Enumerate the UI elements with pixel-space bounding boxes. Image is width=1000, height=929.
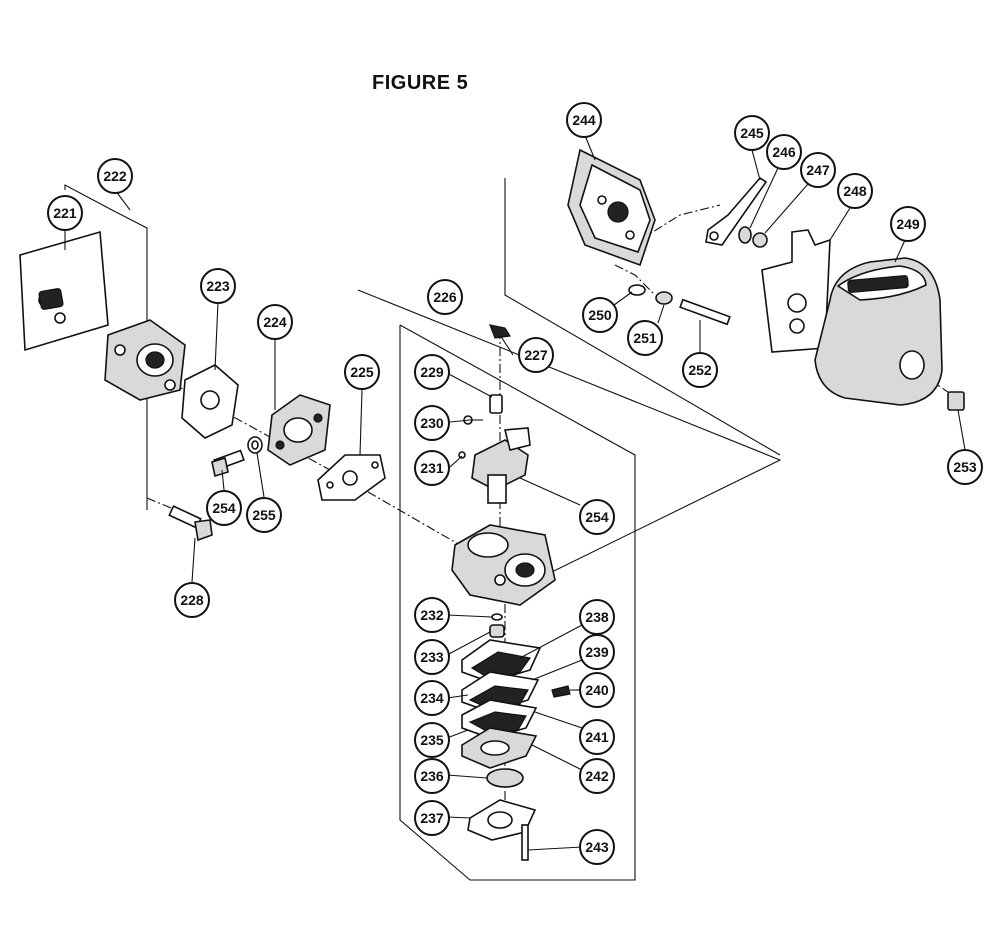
part-225-gasket [317, 454, 386, 501]
part-251-washer [655, 291, 673, 305]
svg-text:245: 245 [740, 125, 764, 141]
svg-text:251: 251 [633, 330, 657, 346]
callout-228: 228 [174, 582, 210, 618]
svg-text:224: 224 [263, 314, 287, 330]
callout-238: 238 [579, 599, 615, 635]
part-222-insulator [104, 319, 186, 401]
part-248-filter-element [761, 229, 831, 353]
callout-240: 240 [579, 672, 615, 708]
part-255-washer [247, 436, 263, 454]
svg-text:221: 221 [53, 205, 77, 221]
part-247-collar [752, 232, 768, 248]
callout-252: 252 [682, 352, 718, 388]
callout-227: 227 [518, 337, 554, 373]
svg-text:255: 255 [252, 507, 276, 523]
part-244-air-cleaner-base [567, 148, 656, 267]
svg-text:228: 228 [180, 592, 204, 608]
svg-text:226: 226 [433, 289, 457, 305]
svg-text:235: 235 [420, 732, 444, 748]
callout-232: 232 [414, 597, 450, 633]
svg-text:230: 230 [420, 415, 444, 431]
svg-text:231: 231 [420, 460, 444, 476]
part-226-carburetor-body [451, 524, 556, 606]
svg-text:240: 240 [585, 682, 609, 698]
svg-text:254: 254 [585, 509, 609, 525]
leader-lines [64, 132, 966, 851]
callout-245: 245 [734, 115, 770, 151]
svg-text:249: 249 [896, 216, 920, 232]
callout-237: 237 [414, 800, 450, 836]
callout-248: 248 [837, 173, 873, 209]
callout-251: 251 [627, 320, 663, 356]
part-223-gasket [181, 364, 239, 439]
callout-226: 226 [427, 279, 463, 315]
callout-230: 230 [414, 405, 450, 441]
callout-253: 253 [947, 449, 983, 485]
callout-235: 235 [414, 722, 450, 758]
svg-text:242: 242 [585, 768, 609, 784]
part-carb-choke-assembly [458, 324, 531, 504]
callout-249: 249 [890, 206, 926, 242]
callout-233: 233 [414, 639, 450, 675]
part-249-air-cleaner-cover [814, 257, 943, 406]
callout-254-left: 254 [206, 490, 242, 526]
part-246-washer [738, 226, 752, 244]
svg-text:223: 223 [206, 278, 230, 294]
svg-text:252: 252 [688, 362, 712, 378]
callout-223: 223 [200, 268, 236, 304]
callout-242: 242 [579, 758, 615, 794]
callout-222: 222 [97, 158, 133, 194]
callout-224: 224 [257, 304, 293, 340]
callout-221: 221 [47, 195, 83, 231]
callout-250: 250 [582, 297, 618, 333]
part-224-guide-plate [267, 394, 331, 466]
figure-title: FIGURE 5 [372, 72, 469, 94]
callout-239: 239 [579, 634, 615, 670]
callout-255: 255 [246, 497, 282, 533]
svg-text:233: 233 [420, 649, 444, 665]
part-252-bolt [679, 298, 731, 326]
svg-text:246: 246 [772, 144, 796, 160]
svg-text:232: 232 [420, 607, 444, 623]
part-254-bolt-left [211, 449, 245, 478]
svg-text:248: 248 [843, 183, 867, 199]
svg-text:238: 238 [585, 609, 609, 625]
callout-229: 229 [414, 354, 450, 390]
callout-225: 225 [344, 354, 380, 390]
part-221-gasket [19, 230, 109, 352]
callout-244: 244 [566, 102, 602, 138]
callout-247: 247 [800, 152, 836, 188]
svg-text:236: 236 [420, 768, 444, 784]
svg-text:237: 237 [420, 810, 444, 826]
svg-text:241: 241 [585, 729, 609, 745]
svg-text:239: 239 [585, 644, 609, 660]
part-250-washer [628, 284, 646, 296]
svg-text:247: 247 [806, 162, 830, 178]
callout-234: 234 [414, 680, 450, 716]
callout-243: 243 [579, 829, 615, 865]
part-253-cap [947, 391, 965, 411]
svg-text:222: 222 [103, 168, 127, 184]
svg-text:254: 254 [212, 500, 236, 516]
svg-text:250: 250 [588, 307, 612, 323]
callout-241: 241 [579, 719, 615, 755]
svg-text:243: 243 [585, 839, 609, 855]
part-245-choke-lever [705, 176, 768, 246]
callout-246: 246 [766, 134, 802, 170]
callout-236: 236 [414, 758, 450, 794]
svg-text:234: 234 [420, 690, 444, 706]
part-228-bolt [168, 505, 213, 542]
svg-text:225: 225 [350, 364, 374, 380]
svg-text:229: 229 [420, 364, 444, 380]
part-diaphragm-stack [461, 613, 571, 861]
svg-text:227: 227 [524, 347, 548, 363]
svg-text:244: 244 [572, 112, 596, 128]
callout-254-right: 254 [579, 499, 615, 535]
svg-text:253: 253 [953, 459, 977, 475]
callout-231: 231 [414, 450, 450, 486]
